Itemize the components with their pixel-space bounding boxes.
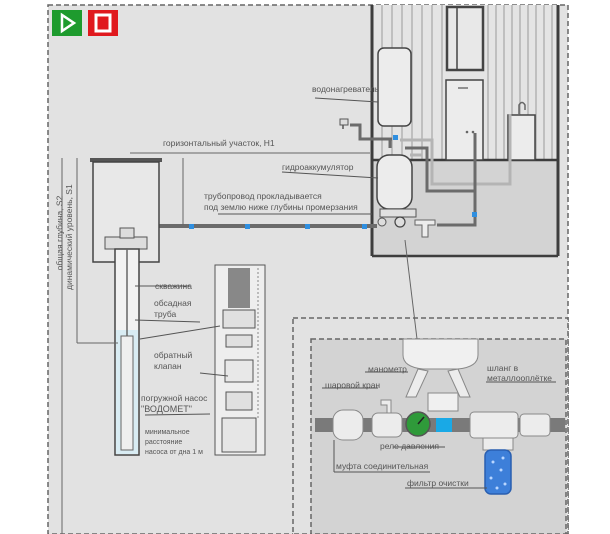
label-hydro-accumulator: гидроаккумулятор xyxy=(282,162,354,172)
play-button[interactable] xyxy=(52,10,82,36)
water-heater xyxy=(377,47,412,127)
callout-line xyxy=(404,239,418,340)
label-pump-1: погружной насос xyxy=(141,393,208,403)
label-borehole: скважина xyxy=(155,281,192,291)
label-dynamic-level: динамический уровень, S1 xyxy=(64,184,74,290)
label-coupling: муфта соединительная xyxy=(336,461,429,471)
stop-icon xyxy=(94,13,112,33)
label-pipeline-1: трубопровод прокладывается xyxy=(204,191,322,201)
label-pump-2: "ВОДОМЕТ" xyxy=(141,404,192,414)
pressure-relay-body xyxy=(436,418,452,432)
pump-detail xyxy=(214,264,266,456)
label-manometer: манометр xyxy=(368,364,407,374)
label-hose-2: металлооплётке xyxy=(487,373,553,383)
label-total-depth: общая глубина, S2 xyxy=(54,195,65,271)
label-casing-2: труба xyxy=(154,309,177,319)
label-min-dist-1: минимальное xyxy=(145,429,190,436)
label-pressure-relay: реле давления xyxy=(380,441,439,451)
label-filter: фильтр очистки xyxy=(407,478,469,488)
window xyxy=(445,5,485,72)
label-min-dist-2: расстояние xyxy=(145,439,183,446)
well-caisson xyxy=(90,158,162,263)
label-check-valve-1: обратный xyxy=(154,350,193,360)
play-icon xyxy=(60,12,77,34)
label-casing-1: обсадная xyxy=(154,298,192,308)
outdoor-tap xyxy=(339,118,349,129)
sink xyxy=(507,101,536,161)
leader-lines xyxy=(134,97,556,489)
hydro-accumulator-tank xyxy=(376,154,436,238)
dimension-lines xyxy=(61,152,370,534)
label-check-valve-2: клапан xyxy=(154,361,182,371)
detail-assembly xyxy=(315,338,565,495)
label-water-heater: водонагреватель xyxy=(312,84,380,94)
house-piping xyxy=(350,114,512,227)
shower-cabin xyxy=(445,79,484,161)
label-hose-1: шланг в xyxy=(487,363,519,373)
label-pipeline-2: под землю ниже глубины промерзания xyxy=(204,202,358,212)
outer-dashed-frame xyxy=(47,4,569,534)
label-min-dist-3: насоса от дна 1 м xyxy=(145,449,203,456)
label-horizontal-section: горизонтальный участок, H1 xyxy=(163,138,275,148)
stop-button[interactable] xyxy=(88,10,118,36)
borehole xyxy=(114,248,140,456)
label-ball-valve: шаровой кран xyxy=(325,380,381,390)
